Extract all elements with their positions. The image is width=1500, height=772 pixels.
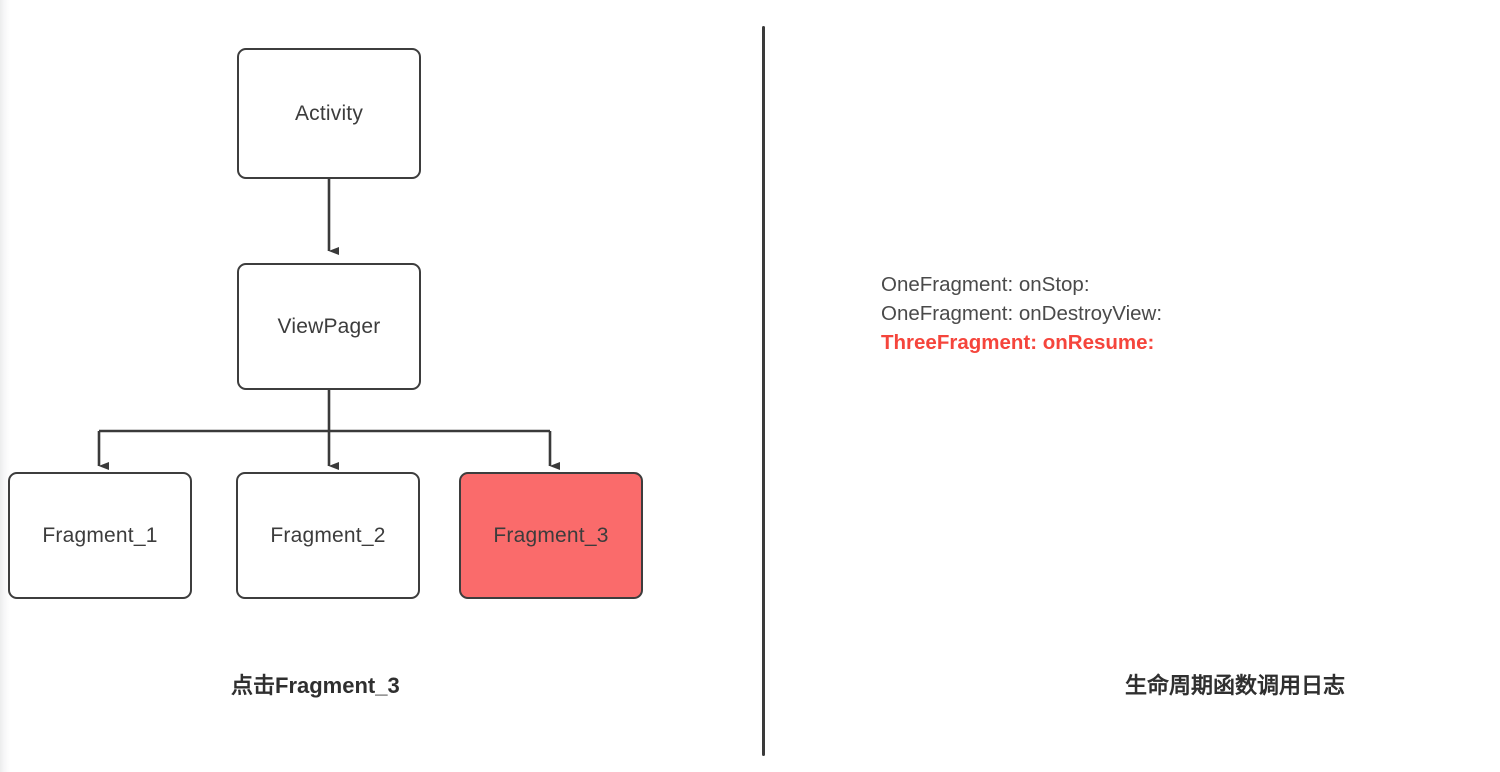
node-fragment-3[interactable]: Fragment_3 (459, 472, 643, 599)
log-line: OneFragment: onStop: (881, 273, 1090, 296)
node-fragment-3-label: Fragment_3 (493, 523, 609, 547)
node-fragment-1[interactable]: Fragment_1 (8, 472, 192, 599)
log-caption: 生命周期函数调用日志 (1125, 673, 1346, 698)
node-activity-label: Activity (294, 101, 364, 125)
node-activity[interactable]: Activity (237, 48, 421, 179)
node-viewpager[interactable]: ViewPager (237, 263, 421, 390)
node-fragment-1-label: Fragment_1 (42, 523, 158, 547)
log-line: OneFragment: onDestroyView: (881, 302, 1163, 325)
panel-divider (762, 26, 765, 756)
lifecycle-log-panel: OneFragment: onStop: OneFragment: onDest… (881, 270, 1401, 357)
node-fragment-2[interactable]: Fragment_2 (236, 472, 420, 599)
node-fragment-2-label: Fragment_2 (270, 523, 386, 547)
connector-arrows (97, 179, 561, 471)
log-line-highlighted: ThreeFragment: onResume: (881, 331, 1155, 354)
diagram-caption: 点击Fragment_3 (231, 673, 400, 698)
node-viewpager-label: ViewPager (277, 314, 381, 338)
